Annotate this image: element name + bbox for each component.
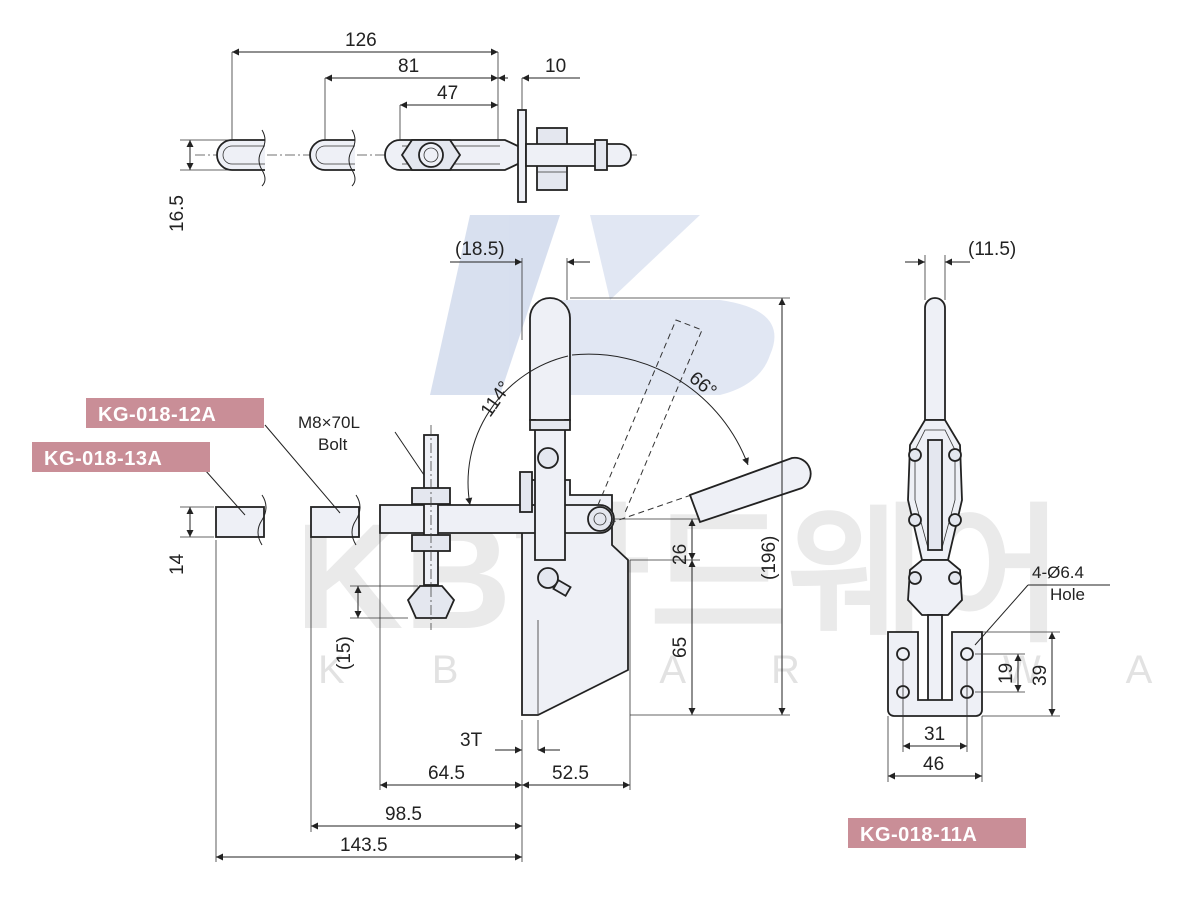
dim-14: 14 [167, 553, 188, 575]
side-view: (11.5) 4-Ø6.4 Hole 19 39 31 46 KG-018-11… [848, 239, 1110, 848]
dim-98-5: 98.5 [385, 804, 422, 825]
top-slot-left [216, 139, 265, 171]
dim-196: (196) [759, 536, 780, 580]
bolt-spec: M8×70L [298, 413, 360, 432]
top-handle [525, 143, 632, 167]
dim-11-5: (11.5) [968, 239, 1016, 260]
front-handle-open-114 [597, 319, 703, 516]
front-view: 114° 66° (18.5) (196) 26 65 (15) M8×70L … [215, 239, 812, 862]
dim-26: 26 [670, 544, 691, 565]
front-pivot-upper [537, 447, 559, 469]
dim-10: 10 [545, 56, 566, 77]
dim-52-5: 52.5 [552, 763, 589, 784]
bolt-word: Bolt [318, 435, 348, 454]
dim-47: 47 [437, 83, 458, 104]
dim-39: 39 [1030, 665, 1051, 686]
dim-31: 31 [924, 724, 945, 745]
hole-word: Hole [1050, 585, 1085, 604]
front-pivot-lower [537, 567, 559, 589]
watermark-subtitle: K B H A R D W A R E [318, 648, 1200, 692]
dim-16-5: 16.5 [167, 195, 188, 232]
top-slot-middle [309, 139, 355, 171]
top-view: 126 81 10 47 16.5 [167, 30, 640, 232]
kb-logo-watermark [430, 215, 775, 395]
side-handle [924, 297, 946, 421]
top-pivot-plate [517, 109, 527, 203]
arm-variants: 14 KG-018-12A KG-018-13A [32, 398, 361, 575]
side-hole-1 [896, 647, 910, 661]
tag-kg-018-12a-bg [86, 398, 264, 428]
tag-kg-018-12a: KG-018-12A [98, 404, 216, 426]
side-hole-3 [960, 647, 974, 661]
dim-19: 19 [996, 663, 1017, 684]
tag-kg-018-11a: KG-018-11A [860, 824, 977, 846]
dim-81: 81 [398, 56, 419, 77]
tag-kg-018-11a-bg [848, 818, 1026, 848]
dim-3t: 3T [460, 730, 483, 751]
dim-64-5: 64.5 [428, 763, 465, 784]
dim-18-5: (18.5) [455, 239, 505, 260]
front-pivot-arm [587, 506, 613, 532]
side-base-flange [887, 631, 983, 717]
tag-kg-018-13a: KG-018-13A [44, 448, 162, 470]
side-body [907, 559, 963, 616]
hole-spec: 4-Ø6.4 [1032, 563, 1084, 582]
dim-46: 46 [923, 754, 944, 775]
arm-variant-13a [215, 506, 265, 538]
dim-65: 65 [670, 637, 691, 658]
front-holding-arm [379, 504, 615, 534]
dim-126: 126 [345, 30, 377, 51]
dim-15: (15) [334, 636, 355, 670]
dim-143-5: 143.5 [340, 835, 388, 856]
tag-kg-018-13a-bg [32, 442, 210, 472]
